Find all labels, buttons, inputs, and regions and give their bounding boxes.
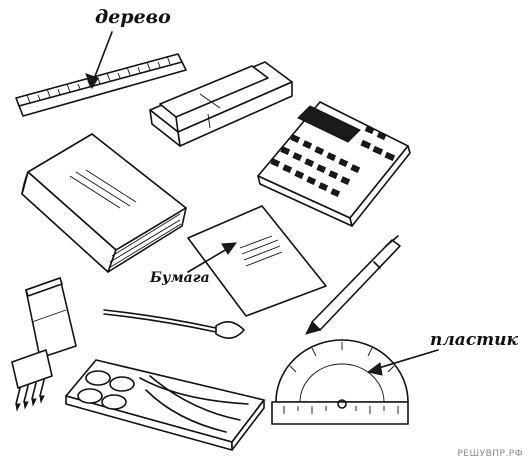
calculator-icon: [257, 101, 411, 227]
paintbrush-icon: [103, 309, 245, 339]
watercolor-paint-box-icon: [65, 359, 265, 451]
pencils-icon: [11, 349, 53, 412]
notebook-icon: [187, 205, 327, 317]
wood-label: дерево: [95, 6, 171, 28]
plastic-label: пластик: [430, 330, 519, 350]
pencil-case-icon: [149, 61, 293, 147]
pen-icon: [305, 235, 401, 335]
watermark-text: РЕШУВПР.РФ: [457, 449, 523, 459]
book-icon: [21, 133, 187, 273]
protractor-icon: [271, 339, 409, 425]
arrow-to-protractor-icon: [366, 349, 439, 376]
arrow-to-ruler-icon: [85, 31, 113, 90]
ruler-icon: [15, 53, 187, 117]
arrow-to-notebook-icon: [187, 242, 238, 273]
paper-label: Бумага: [150, 270, 210, 286]
eraser-icon: [25, 277, 77, 359]
